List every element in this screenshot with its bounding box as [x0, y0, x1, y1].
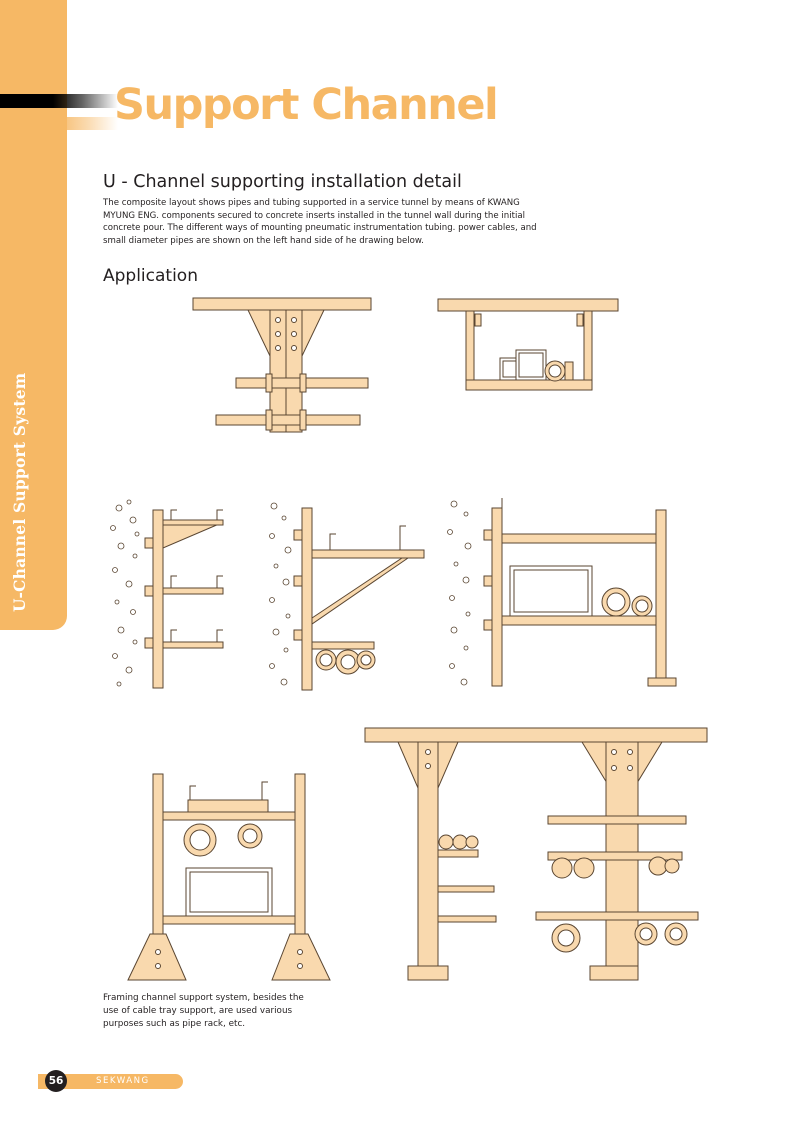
footer-brand: SEKWANG [96, 1076, 150, 1086]
header-orange-bar [0, 117, 118, 130]
intro-paragraph: The composite layout shows pipes and tub… [103, 198, 537, 246]
wall-cantilever-drawing [110, 499, 224, 689]
wall-bracket-brace-drawing [269, 502, 425, 691]
wall-floor-frame-drawing [447, 498, 677, 687]
floor-frame-drawing [127, 773, 331, 981]
ceiling-frame-drawing [437, 298, 619, 391]
application-caption: Framing channel support system, besides … [103, 993, 304, 1030]
application-heading: Application [103, 266, 198, 286]
ceiling-hanger-drawing [192, 297, 372, 433]
pipe-rack-drawing [364, 727, 708, 981]
sidebar-label: U-Channel Support System [10, 372, 29, 612]
section-heading: U - Channel supporting installation deta… [103, 172, 462, 192]
page-number: 56 [45, 1070, 67, 1092]
page-title: Support Channel [114, 80, 499, 130]
footer-bar [38, 1074, 183, 1089]
header-black-bar [0, 94, 118, 108]
